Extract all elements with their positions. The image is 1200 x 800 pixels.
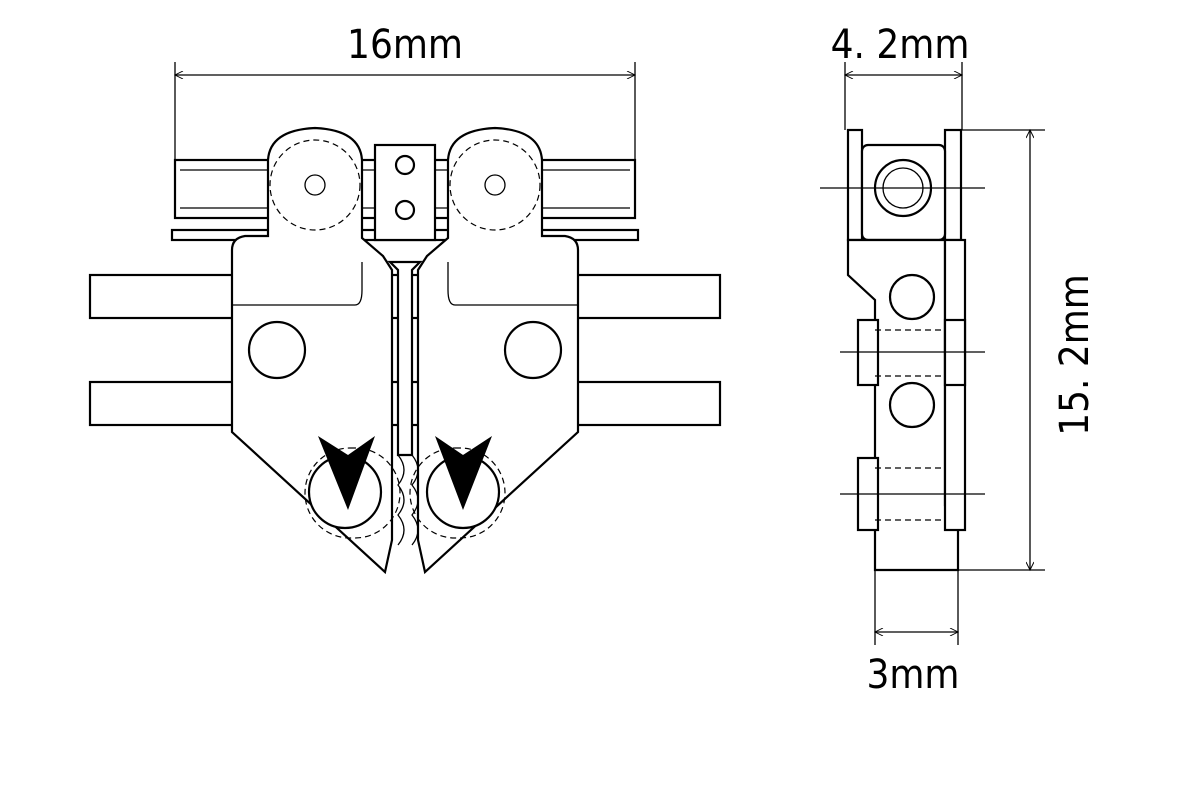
side-thickness-dimension: 3mm	[866, 570, 960, 698]
right-arrow-marker	[435, 436, 492, 510]
front-width-dimension: 16mm	[175, 22, 635, 160]
side-width-dimension: 4. 2mm	[831, 22, 970, 130]
side-height-dimension: 15. 2mm	[958, 130, 1098, 570]
side-height-label: 15. 2mm	[1052, 274, 1098, 436]
side-width-label: 4. 2mm	[831, 22, 970, 68]
front-width-label: 16mm	[347, 22, 463, 68]
front-view	[88, 126, 722, 575]
side-view	[820, 128, 985, 572]
left-arrow-marker	[318, 436, 375, 510]
side-thickness-label: 3mm	[866, 652, 959, 698]
